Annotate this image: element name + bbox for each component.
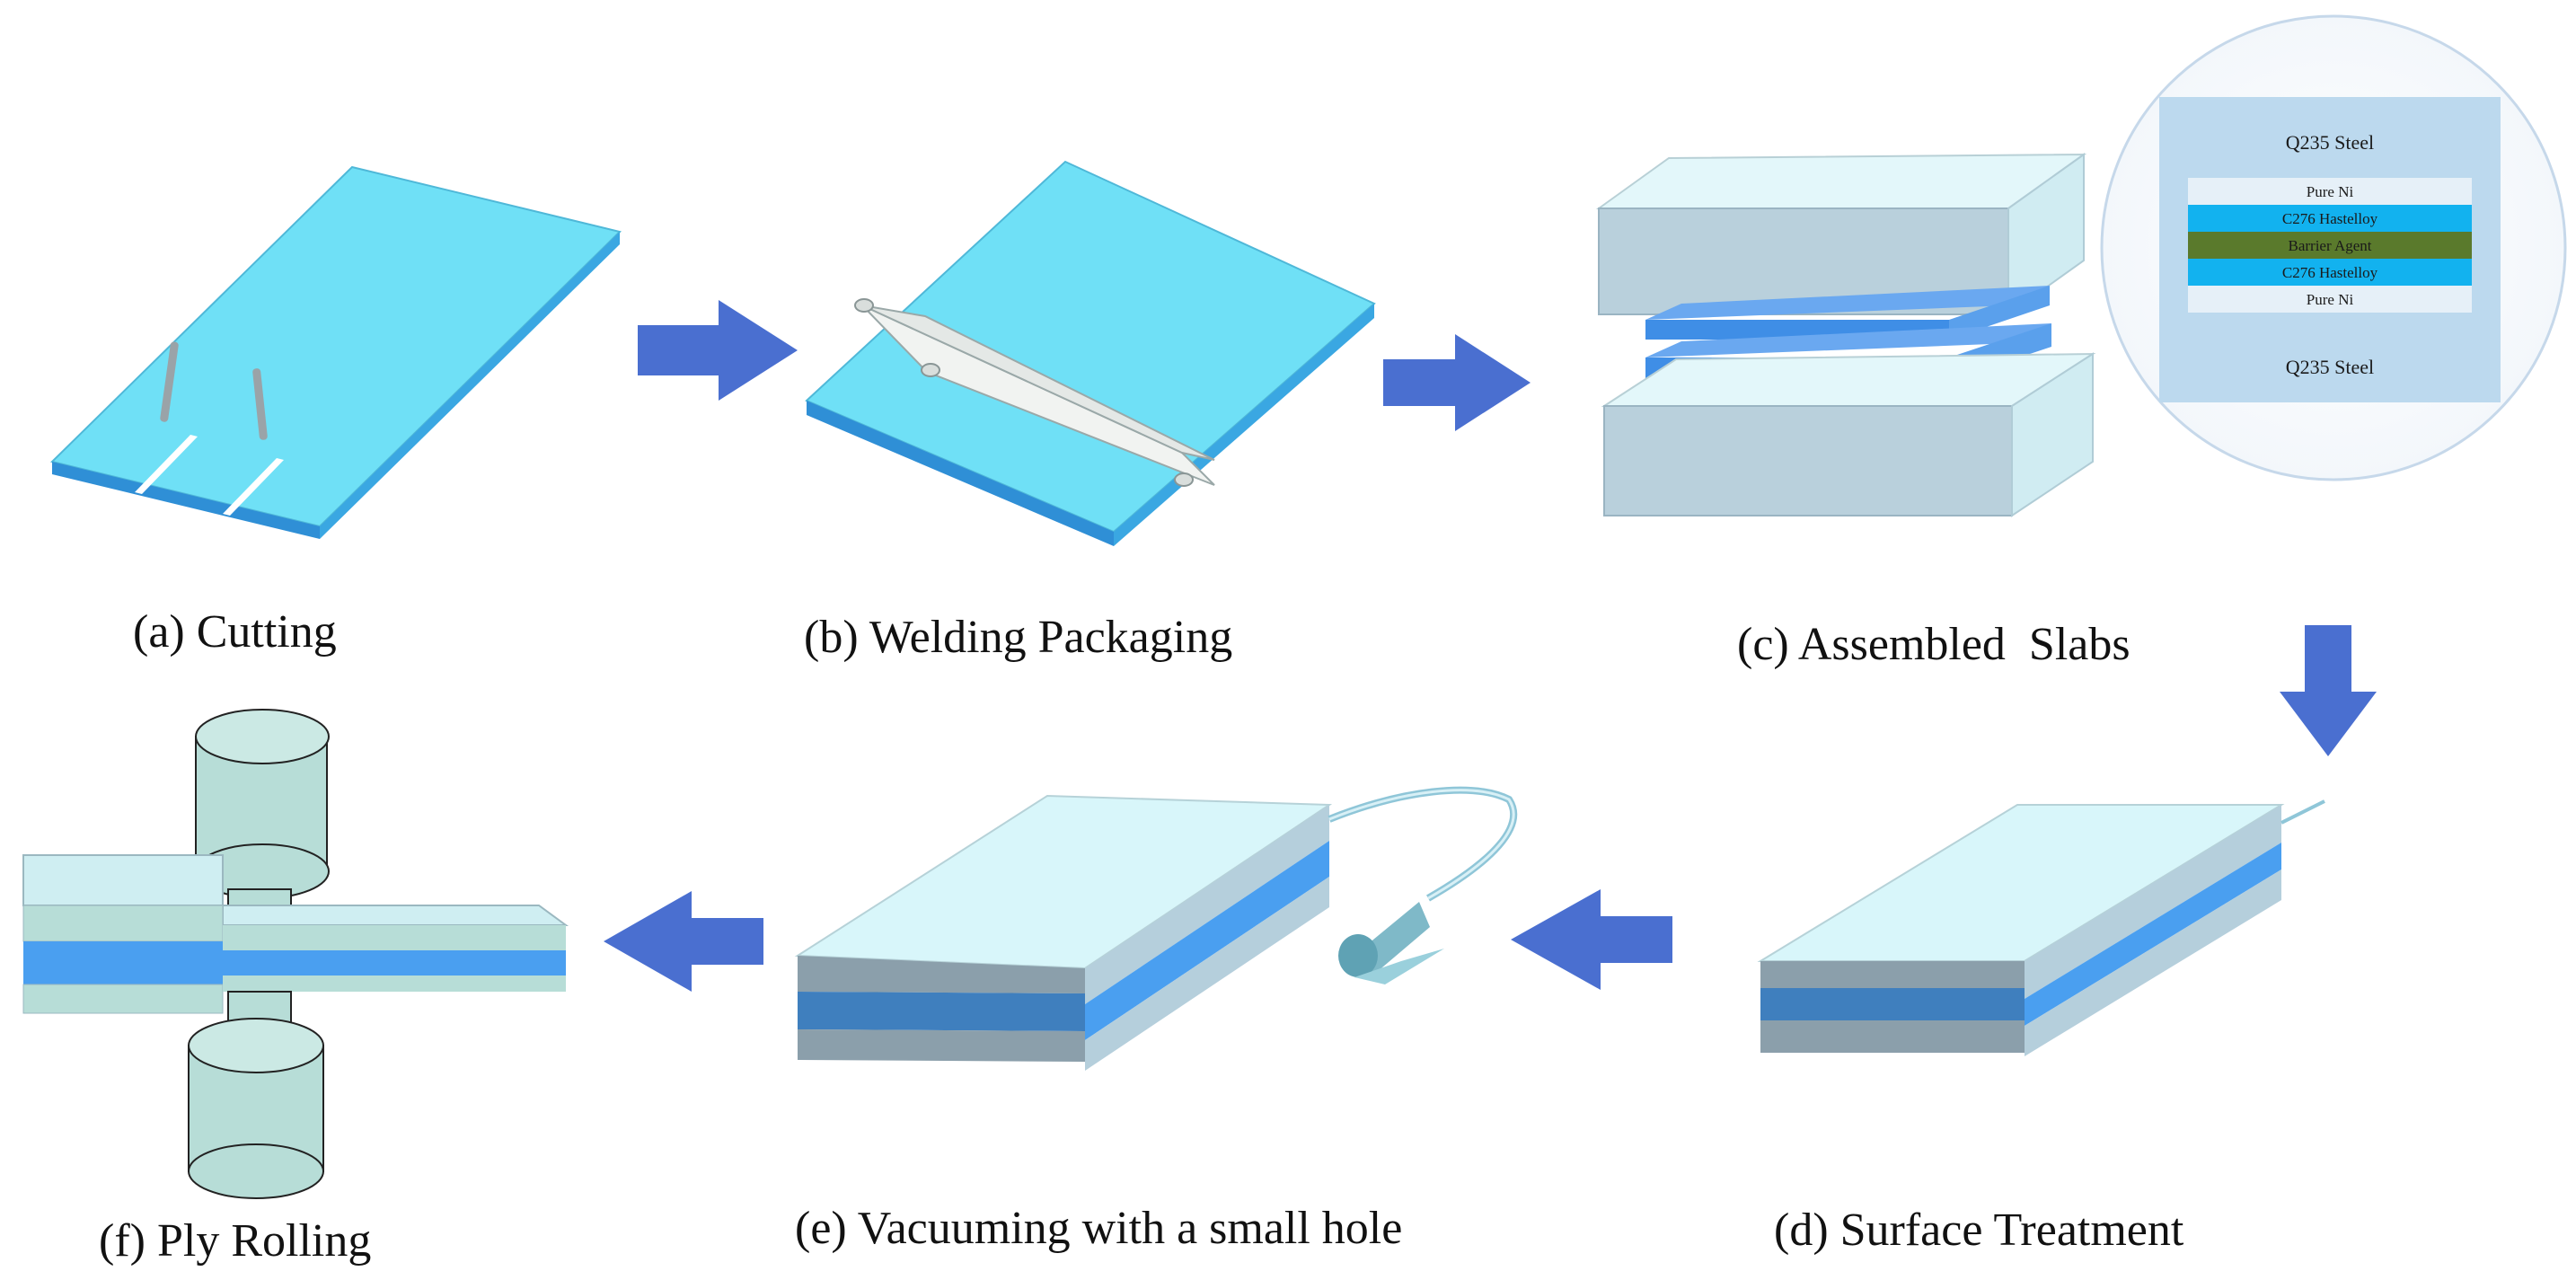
block-d-right-lower <box>2025 870 2281 1056</box>
rolled-slab-front-lower <box>22 984 224 1014</box>
cutting-tool-2 <box>252 368 268 440</box>
lower-slab-right <box>2011 352 2094 517</box>
inner-plate-1-top <box>1645 286 2050 320</box>
plate-a-top <box>50 165 622 528</box>
rolled-slab-top <box>22 854 224 906</box>
upper-slab-top <box>1595 153 2087 209</box>
inner-plate-2-top <box>1645 323 2051 358</box>
vacuum-hose <box>1328 786 1517 902</box>
weld-cover-strip <box>854 298 1215 487</box>
caption-d: (d) Surface Treatment <box>1774 1205 2184 1256</box>
block-e-right-lower <box>1085 877 1329 1071</box>
rolled-slab-core <box>23 941 223 984</box>
thin-slab-core <box>223 950 566 975</box>
vacuum-pump <box>1338 902 1444 984</box>
caption-e: (e) Vacuuming with a small hole <box>795 1203 1402 1254</box>
lower-slab-top <box>1601 352 2096 407</box>
caption-c: (c) Assembled Slabs <box>1737 619 2130 670</box>
layer-hastelloy-bottom <box>2188 259 2472 286</box>
step-c-assembled-slabs-illustration <box>1595 153 2096 517</box>
caption-a: (a) Cutting <box>133 606 337 658</box>
layer-barrier-agent-label: Barrier Agent <box>2289 237 2372 254</box>
caption-f: (f) Ply Rolling <box>99 1215 371 1267</box>
arrow-b-to-c <box>1383 334 1531 431</box>
block-d-right-core <box>2025 843 2281 1026</box>
layer-pure-ni-top <box>2188 178 2472 205</box>
layer-barrier-agent <box>2188 232 2472 259</box>
inset-top-steel-label: Q235 Steel <box>2286 131 2374 154</box>
inner-plate-1-right <box>1949 286 2050 340</box>
upper-slab-right <box>2007 153 2085 316</box>
block-e-right-core <box>1085 841 1329 1040</box>
layer-hastelloy-bottom-label: C276 Hastelloy <box>2282 264 2378 281</box>
plate-a-right <box>320 232 620 539</box>
caption-b: (b) Welding Packaging <box>804 612 1232 663</box>
step-a-cutting-illustration <box>50 165 622 539</box>
block-d-front-lower <box>1760 1020 2025 1053</box>
arrow-d-to-e <box>1511 889 1672 990</box>
inset-bottom-steel-label: Q235 Steel <box>2286 356 2374 378</box>
arrow-a-to-b <box>638 300 798 401</box>
step-d-surface-treatment-illustration <box>1757 799 2325 1056</box>
layer-pure-ni-bottom <box>2188 286 2472 313</box>
block-d-front-core <box>1760 988 2025 1020</box>
thin-slab-front <box>223 925 566 950</box>
lower-roll <box>188 991 324 1199</box>
layer-pure-ni-bottom-label: Pure Ni <box>2307 291 2354 308</box>
arrow-c-to-d <box>2280 625 2377 756</box>
plate-b-top <box>805 160 1376 534</box>
step-e-vacuuming-illustration <box>794 786 1517 1071</box>
layer-stack-inset: Q235 Steel Pure Ni C276 Hastelloy Barrie… <box>2100 14 2567 481</box>
layer-hastelloy-top <box>2188 205 2472 232</box>
step-b-welding-illustration <box>805 160 1376 546</box>
block-d-right-upper <box>2025 805 2281 999</box>
small-tube <box>2280 799 2325 825</box>
cutting-tool-1 <box>160 341 179 422</box>
block-e-front-lower <box>798 1029 1085 1062</box>
block-d-front-upper <box>1760 961 2025 988</box>
rolled-slab-front-upper <box>22 905 224 942</box>
thin-slab-lower <box>223 975 566 992</box>
block-e-front-upper <box>798 956 1085 993</box>
cut-slot-1 <box>135 435 198 494</box>
block-e-right-upper <box>1085 805 1329 1004</box>
layer-pure-ni-top-label: Pure Ni <box>2307 183 2354 200</box>
thin-slab-top <box>222 905 569 926</box>
arrow-e-to-f <box>604 891 763 992</box>
layer-hastelloy-top-label: C276 Hastelloy <box>2282 210 2378 227</box>
step-f-ply-rolling-illustration <box>22 709 569 1199</box>
lower-slab-front <box>1603 405 2013 516</box>
plate-b-front <box>807 401 1114 546</box>
plate-a-front <box>52 462 320 539</box>
cut-slot-2 <box>223 458 284 516</box>
block-e-front-core <box>798 992 1085 1031</box>
